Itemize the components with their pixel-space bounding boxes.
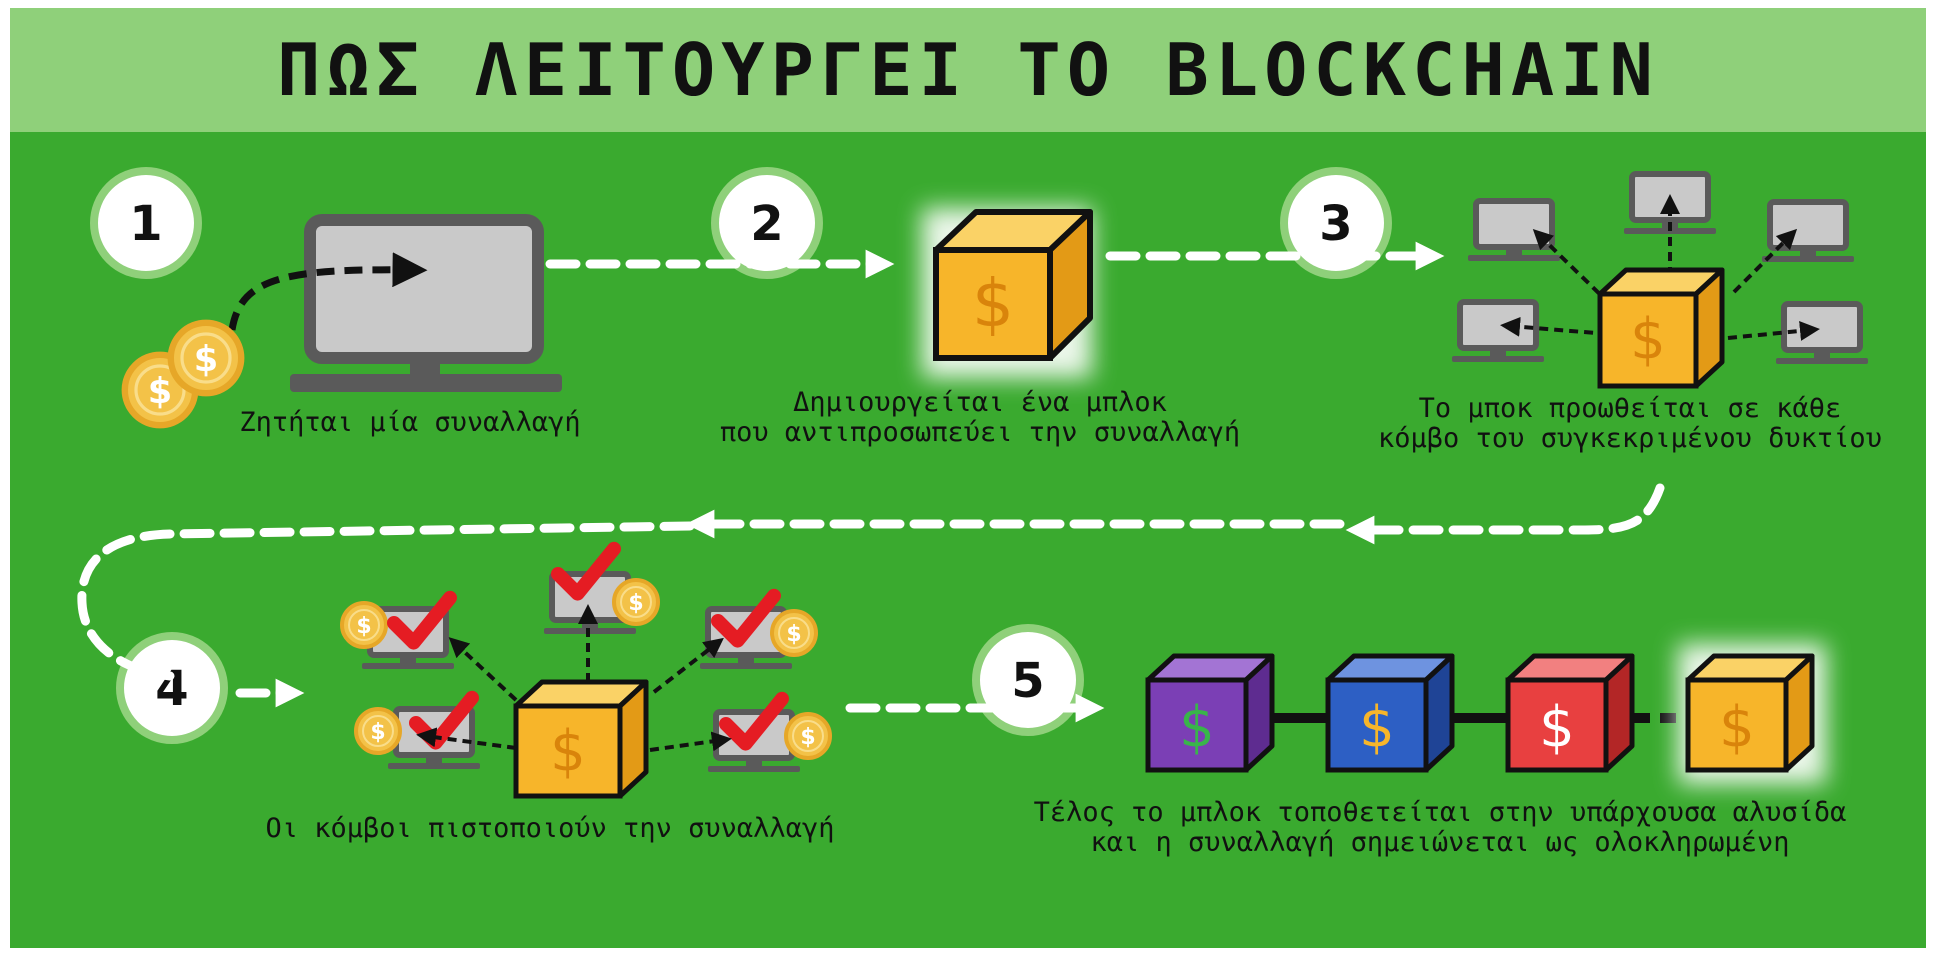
title-banner bbox=[10, 8, 1926, 132]
block-cube-icon: $ bbox=[1597, 267, 1725, 389]
validator-node bbox=[544, 549, 660, 634]
block-cube-icon: $ bbox=[513, 679, 649, 799]
step-4-number: 4 bbox=[155, 661, 188, 717]
step-5-badge: 5 bbox=[972, 624, 1084, 736]
step-1-badge: 1 bbox=[90, 167, 202, 279]
chain-block-new: $ bbox=[1678, 644, 1826, 784]
validator-node bbox=[340, 598, 454, 669]
infographic: ΠΩΣ ΛΕΙΤΟΥΡΓΕΙ ΤΟ BLOCKCHAIN $ bbox=[10, 8, 1926, 948]
step-4-badge: 4 bbox=[116, 632, 228, 744]
chain-block-red: $ bbox=[1505, 653, 1635, 773]
step-2-number: 2 bbox=[750, 196, 783, 252]
chain-block-blue: $ bbox=[1325, 653, 1455, 773]
step-2-caption: Δημιουργείται ένα μπλοκ που αντιπροσωπεύ… bbox=[719, 387, 1241, 448]
step-4-caption: Οι κόμβοι πιστοποιούν την συναλλαγή bbox=[265, 813, 835, 844]
validator-node bbox=[700, 596, 818, 669]
arrow-icon bbox=[228, 252, 428, 331]
svg-text:$: $ bbox=[550, 719, 586, 784]
validator-node bbox=[354, 698, 480, 769]
step-3-badge: 3 bbox=[1280, 167, 1392, 279]
svg-text:$: $ bbox=[1719, 695, 1755, 760]
step-3-number: 3 bbox=[1319, 196, 1352, 252]
step-5-number: 5 bbox=[1011, 653, 1044, 709]
svg-text:$: $ bbox=[1539, 695, 1575, 760]
step-5-caption: Τέλος το μπλοκ τοποθετείται στην υπάρχου… bbox=[1033, 797, 1847, 858]
diagram-art: $ 1 2 3 4 5 bbox=[77, 167, 1926, 799]
svg-text:$: $ bbox=[1630, 307, 1666, 372]
validation-arrows bbox=[416, 604, 732, 752]
step-1-number: 1 bbox=[129, 196, 162, 252]
svg-text:$: $ bbox=[1179, 695, 1215, 760]
monitor-icon bbox=[290, 214, 562, 392]
chain-block-purple: $ bbox=[1145, 653, 1275, 773]
step-2-badge: 2 bbox=[711, 167, 823, 279]
block-cube-icon: $ bbox=[922, 208, 1093, 378]
validator-node bbox=[708, 699, 832, 772]
page-title: ΠΩΣ ΛΕΙΤΟΥΡΓΕΙ ΤΟ BLOCKCHAIN bbox=[277, 28, 1659, 112]
step-3-caption: Το μποκ προωθείται σε κάθε κόμβο του συγ… bbox=[1378, 393, 1882, 454]
svg-text:$: $ bbox=[972, 265, 1014, 342]
step-1-caption: Ζητήται μία συναλλαγή bbox=[239, 407, 581, 438]
flow-arrows bbox=[77, 241, 1665, 723]
svg-text:$: $ bbox=[1359, 695, 1395, 760]
